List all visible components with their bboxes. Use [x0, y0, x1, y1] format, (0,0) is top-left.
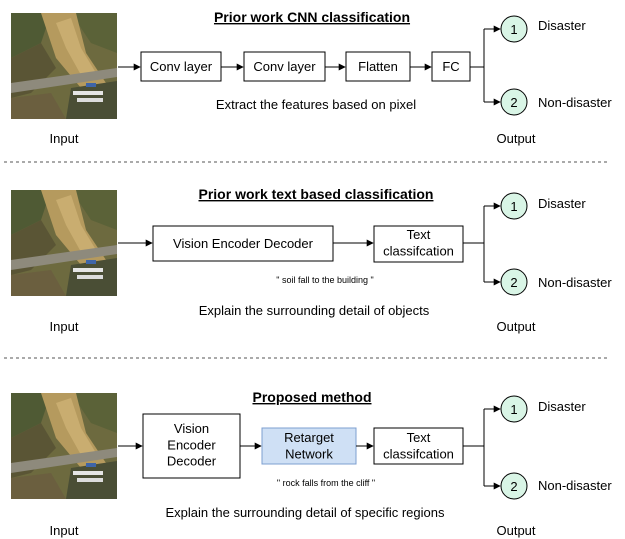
panel-title: Prior work text based classification	[199, 186, 434, 202]
output-label-disaster: Disaster	[538, 18, 586, 33]
output-node-1	[500, 395, 528, 423]
output-label: Output	[496, 319, 535, 334]
panel-text-based: Prior work text based classification Vis…	[50, 186, 613, 334]
output-number-1: 1	[510, 22, 517, 37]
panel-caption: Explain the surrounding detail of object…	[199, 303, 430, 318]
conv-layer-box-2	[243, 51, 326, 82]
flatten-label: Flatten	[358, 59, 398, 74]
output-node-2	[500, 88, 528, 116]
conv-layer-label-1: Conv layer	[150, 59, 213, 74]
output-number-2: 2	[510, 275, 517, 290]
label-line: Encoder	[167, 437, 216, 452]
input-label: Input	[50, 131, 79, 146]
output-label-non-disaster: Non-disaster	[538, 95, 612, 110]
output-label-disaster: Disaster	[538, 196, 586, 211]
label-line: Decoder	[167, 454, 217, 469]
text-classification-box	[373, 225, 464, 263]
panel-caption: Extract the features based on pixel	[216, 97, 416, 112]
input-label: Input	[50, 523, 79, 538]
output-node-2	[500, 472, 528, 500]
label-line: Network	[285, 446, 333, 461]
label-line: classifcation	[383, 446, 454, 461]
output-node-2	[500, 268, 528, 296]
panel-title: Prior work CNN classification	[214, 9, 410, 25]
output-number-1: 1	[510, 199, 517, 214]
panel-caption: Explain the surrounding detail of specif…	[166, 505, 445, 520]
retarget-network-box	[261, 427, 357, 465]
output-label-non-disaster: Non-disaster	[538, 478, 612, 493]
output-node-1	[500, 192, 528, 220]
output-label-disaster: Disaster	[538, 399, 586, 414]
output-number-2: 2	[510, 479, 517, 494]
output-label: Output	[496, 131, 535, 146]
output-label-non-disaster: Non-disaster	[538, 275, 612, 290]
input-image-3	[11, 393, 117, 499]
example-quote: " soil fall to the building "	[276, 275, 373, 285]
example-quote: " rock falls from the cliff "	[277, 478, 375, 488]
fc-box	[431, 51, 471, 82]
fc-label: FC	[442, 59, 459, 74]
conv-layer-label-2: Conv layer	[253, 59, 316, 74]
vision-encoder-decoder-box	[142, 413, 241, 479]
panel-cnn: Prior work CNN classification Conv layer…	[50, 9, 613, 146]
output-node-1	[500, 15, 528, 43]
vision-encoder-decoder-box	[152, 225, 334, 262]
label-line: Retarget	[284, 430, 334, 445]
output-number-1: 1	[510, 402, 517, 417]
output-number-2: 2	[510, 95, 517, 110]
input-label: Input	[50, 319, 79, 334]
output-label: Output	[496, 523, 535, 538]
label-line: Vision	[174, 421, 209, 436]
label-line: classifcation	[383, 243, 454, 258]
vision-encoder-decoder-label: Vision Encoder Decoder	[173, 236, 314, 251]
panel-title: Proposed method	[252, 389, 371, 405]
label-line: Text	[407, 227, 431, 242]
input-image-1	[11, 13, 117, 119]
label-line: Text	[407, 430, 431, 445]
input-image-2	[11, 190, 117, 296]
